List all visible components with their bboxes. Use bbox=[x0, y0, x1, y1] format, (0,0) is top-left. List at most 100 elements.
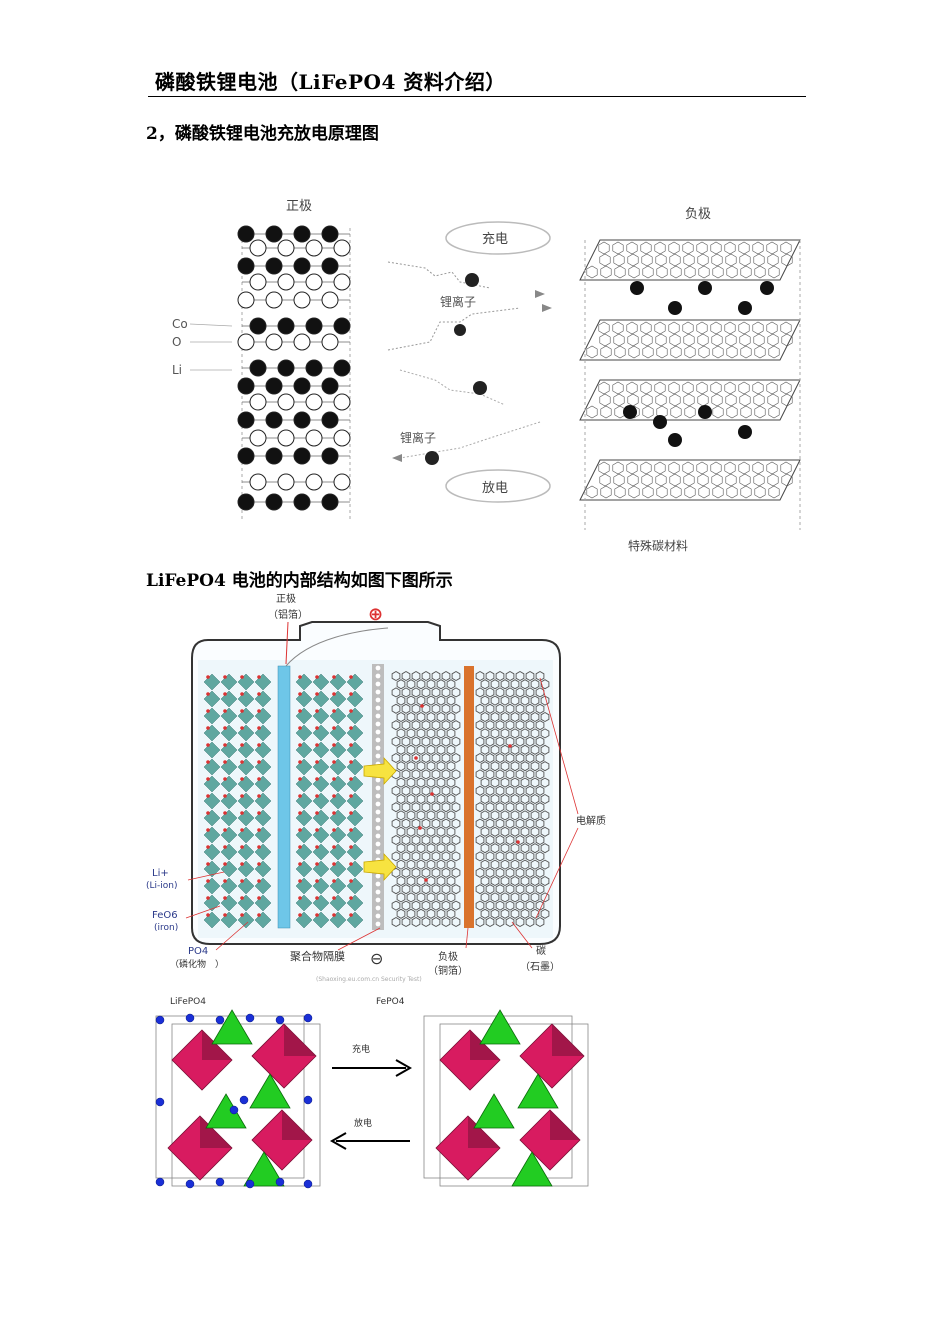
li-ion-dot bbox=[206, 828, 210, 832]
li-ion-dot bbox=[240, 743, 244, 747]
li-ion-dot bbox=[349, 896, 353, 900]
legend-li: Li bbox=[172, 363, 182, 377]
li-ion-dot bbox=[257, 709, 261, 713]
li-ion-dot bbox=[298, 709, 302, 713]
lithium-ion-dot bbox=[454, 324, 466, 336]
li-ion-dot bbox=[349, 879, 353, 883]
li-ion-dot bbox=[206, 743, 210, 747]
lattice-atom bbox=[321, 411, 339, 429]
li-ion-dot bbox=[206, 760, 210, 764]
li-ion-dot bbox=[257, 675, 261, 679]
li-ion-sphere bbox=[303, 1013, 313, 1023]
li-ion-sphere bbox=[245, 1179, 255, 1189]
li-ion-dot bbox=[332, 845, 336, 849]
li-ion-dot bbox=[223, 862, 227, 866]
li-ion-dot bbox=[240, 777, 244, 781]
li-ion-dot bbox=[223, 913, 227, 917]
li-ion-dot bbox=[315, 845, 319, 849]
li-ion-dot bbox=[349, 811, 353, 815]
li-ion-dot bbox=[298, 760, 302, 764]
li-ion-dot bbox=[315, 862, 319, 866]
graphite-sheet bbox=[579, 319, 801, 361]
lattice-atom bbox=[333, 359, 351, 377]
lattice-atom bbox=[249, 239, 267, 257]
li-ion-dot bbox=[257, 879, 261, 883]
li-ion-dot bbox=[257, 692, 261, 696]
lattice-atom bbox=[305, 359, 323, 377]
separator-label: 聚合物隔膜 bbox=[290, 949, 345, 963]
li-ion-dot bbox=[349, 760, 353, 764]
li-ion-dot bbox=[349, 828, 353, 832]
lattice-atom bbox=[293, 411, 311, 429]
negative-title: 负极 bbox=[438, 950, 458, 963]
discharge-label: 放电 bbox=[482, 481, 508, 496]
li-ion-dot bbox=[349, 709, 353, 713]
lattice-atom bbox=[321, 333, 339, 351]
lattice-atom bbox=[321, 447, 339, 465]
li-ion-dot bbox=[298, 794, 302, 798]
ion-label-top: 锂离子 bbox=[440, 294, 476, 309]
lattice-atom bbox=[265, 411, 283, 429]
li-ion-dot bbox=[223, 811, 227, 815]
li-ion-dot bbox=[240, 862, 244, 866]
li-ion-dot bbox=[298, 913, 302, 917]
polymer-separator bbox=[372, 664, 384, 930]
lattice-atom bbox=[333, 273, 351, 291]
li-ion-dot bbox=[240, 828, 244, 832]
li-ion-dot bbox=[206, 675, 210, 679]
li-ion-dot bbox=[315, 828, 319, 832]
lattice-atom bbox=[237, 257, 255, 275]
li-ion-dot bbox=[349, 692, 353, 696]
charge-discharge-svg: 正极 负极 充电 放电 锂离子 锂离子 Co O Li 特殊碳材料 bbox=[172, 199, 801, 553]
intercalated-lithium bbox=[698, 281, 712, 295]
lattice-atom bbox=[249, 429, 267, 447]
discharge-ellipse bbox=[445, 469, 551, 503]
li-ion-dot bbox=[332, 692, 336, 696]
po4-tetrahedron bbox=[243, 1151, 285, 1187]
li-ion-dot bbox=[240, 794, 244, 798]
lattice-atom bbox=[249, 359, 267, 377]
intercalated-lithium bbox=[760, 281, 774, 295]
li-ion-dot bbox=[257, 743, 261, 747]
positive-lattice bbox=[237, 225, 351, 520]
li-ion-dot bbox=[206, 692, 210, 696]
ion-flow-paths bbox=[387, 261, 552, 465]
li-ion-dot bbox=[298, 692, 302, 696]
li-ion-dot bbox=[418, 826, 422, 830]
lattice-atom bbox=[237, 225, 255, 243]
lattice-atom bbox=[305, 317, 323, 335]
lattice-atom bbox=[249, 273, 267, 291]
li-ion-dot bbox=[332, 709, 336, 713]
li-ion-dot bbox=[257, 726, 261, 730]
li-ion-dot bbox=[257, 896, 261, 900]
li-ion-sphere bbox=[229, 1105, 239, 1115]
li-ion-sphere bbox=[155, 1177, 165, 1187]
aluminum-collector bbox=[277, 665, 291, 929]
li-ion-dot bbox=[315, 743, 319, 747]
li-ion-dot bbox=[516, 840, 520, 844]
crystal-structure-svg: LiFePO4 FePO4 充电 放电 bbox=[155, 997, 589, 1189]
li-ion-dot bbox=[315, 896, 319, 900]
li-ion-dot bbox=[332, 811, 336, 815]
po-label: PO4 bbox=[188, 946, 208, 957]
li-ion-dot bbox=[332, 675, 336, 679]
charge-label: 充电 bbox=[352, 1043, 370, 1055]
li-ion-dot bbox=[240, 913, 244, 917]
lattice-atom bbox=[277, 429, 295, 447]
feo-label: FeO6 bbox=[152, 910, 178, 921]
li-ion-dot bbox=[298, 828, 302, 832]
li-ion-dot bbox=[206, 794, 210, 798]
lattice-atom bbox=[237, 493, 255, 511]
li-ion-dot bbox=[223, 692, 227, 696]
lattice-atom bbox=[277, 273, 295, 291]
positive-sub: （铝箔） bbox=[268, 608, 308, 621]
lattice-atom bbox=[333, 473, 351, 491]
negative-sub: （铜箔） bbox=[428, 964, 468, 977]
graphite-anode bbox=[391, 670, 550, 928]
lattice-atom bbox=[265, 377, 283, 395]
li-ion-dot bbox=[223, 675, 227, 679]
lattice-atom bbox=[333, 393, 351, 411]
li-ion-dot bbox=[332, 726, 336, 730]
electrolyte-label: 电解质 bbox=[576, 814, 606, 827]
li-ion-dot bbox=[206, 845, 210, 849]
